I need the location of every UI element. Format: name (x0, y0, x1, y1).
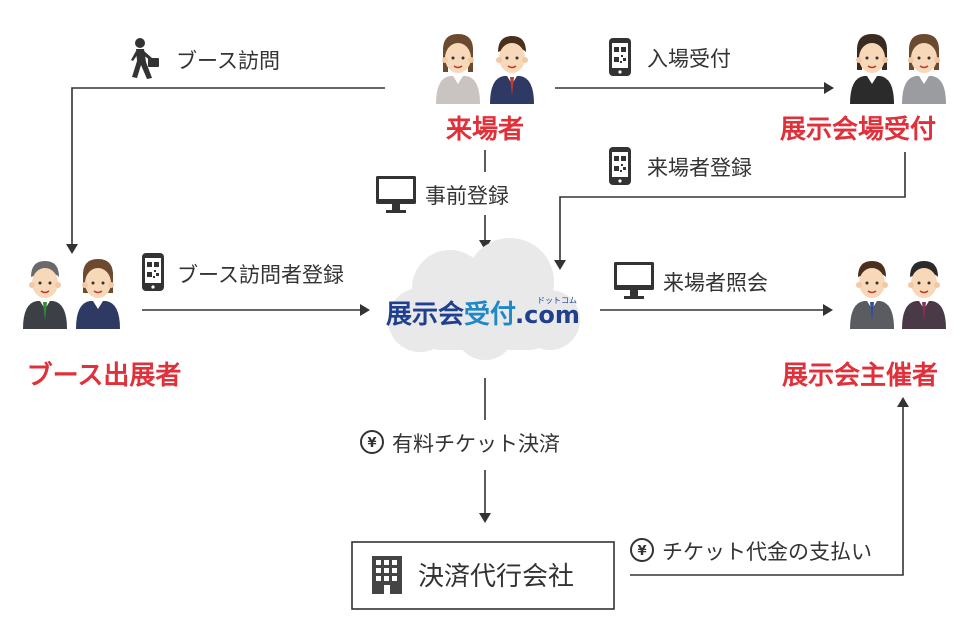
visitor-man-avatar (489, 36, 535, 105)
paid-ticket-payment-flow: 有料チケット決済 (360, 430, 560, 456)
connector-lines (66, 82, 909, 576)
booth-visit-flow: ブース訪問 (131, 38, 280, 79)
reception-staff-2-avatar (901, 34, 947, 105)
exhibitor-woman-avatar (75, 259, 121, 330)
entry-reception-label: 入場受付 (647, 47, 731, 71)
ticket-fee-payment-label: チケット代金の支払い (662, 540, 872, 564)
person-walking-icon (131, 38, 159, 79)
pre-registration-label: 事前登録 (425, 184, 509, 208)
booth-visit-label: ブース訪問 (176, 49, 280, 73)
visitor-lookup-flow: 来場者照会 (614, 262, 768, 299)
organizer-man-1-avatar (849, 261, 895, 330)
visitor-label: 来場者 (446, 115, 524, 145)
organizer-man-2-avatar (901, 261, 947, 330)
svg-text:展示会受付: 展示会受付 (386, 299, 516, 330)
venue-reception-label: 展示会場受付 (780, 114, 936, 145)
payment-agent-label: 決済代行会社 (418, 562, 574, 592)
building-icon (372, 556, 402, 594)
exhibitor-man-avatar (22, 261, 68, 330)
visitor-registration-flow: 来場者登録 (609, 147, 752, 185)
entry-reception-flow: 入場受付 (609, 38, 731, 76)
venue-reception-actor: 展示会場受付 (780, 34, 947, 145)
ticket-fee-payment-flow: チケット代金の支払い (630, 538, 872, 564)
logo-suffix: .com (515, 301, 580, 329)
booth-visitor-registration-label: ブース訪問者登録 (177, 263, 344, 287)
service-logo: 展示会受付 .com ドットコム (386, 296, 580, 330)
payment-agent-box: 決済代行会社 (351, 541, 615, 610)
yen-coin-icon (360, 430, 384, 454)
reception-staff-1-avatar (849, 34, 895, 105)
cloud-icon (388, 238, 580, 360)
smartphone-qr-icon (142, 253, 164, 291)
smartphone-qr-icon (609, 38, 631, 76)
logo-small: ドットコム (537, 296, 577, 305)
monitor-icon (376, 176, 416, 213)
visitor-woman-avatar (435, 34, 481, 105)
yen-coin-icon (630, 538, 654, 562)
smartphone-qr-icon (609, 147, 631, 185)
monitor-icon (614, 262, 654, 299)
booth-exhibitor-label: ブース出展者 (27, 360, 182, 391)
logo-accent: 受付 (464, 299, 516, 330)
visitor-registration-label: 来場者登録 (647, 156, 752, 180)
organizer-actor: 展示会主催者 (782, 261, 947, 391)
pre-registration-flow: 事前登録 (376, 176, 509, 213)
logo-main: 展示会 (386, 300, 464, 330)
booth-visitor-registration-flow: ブース訪問者登録 (142, 253, 344, 291)
paid-ticket-payment-label: 有料チケット決済 (392, 432, 560, 456)
booth-exhibitor-actor: ブース出展者 (22, 259, 182, 391)
visitor-lookup-label: 来場者照会 (663, 271, 768, 295)
visitor-actor: 来場者 (435, 34, 535, 145)
organizer-label: 展示会主催者 (782, 361, 938, 391)
